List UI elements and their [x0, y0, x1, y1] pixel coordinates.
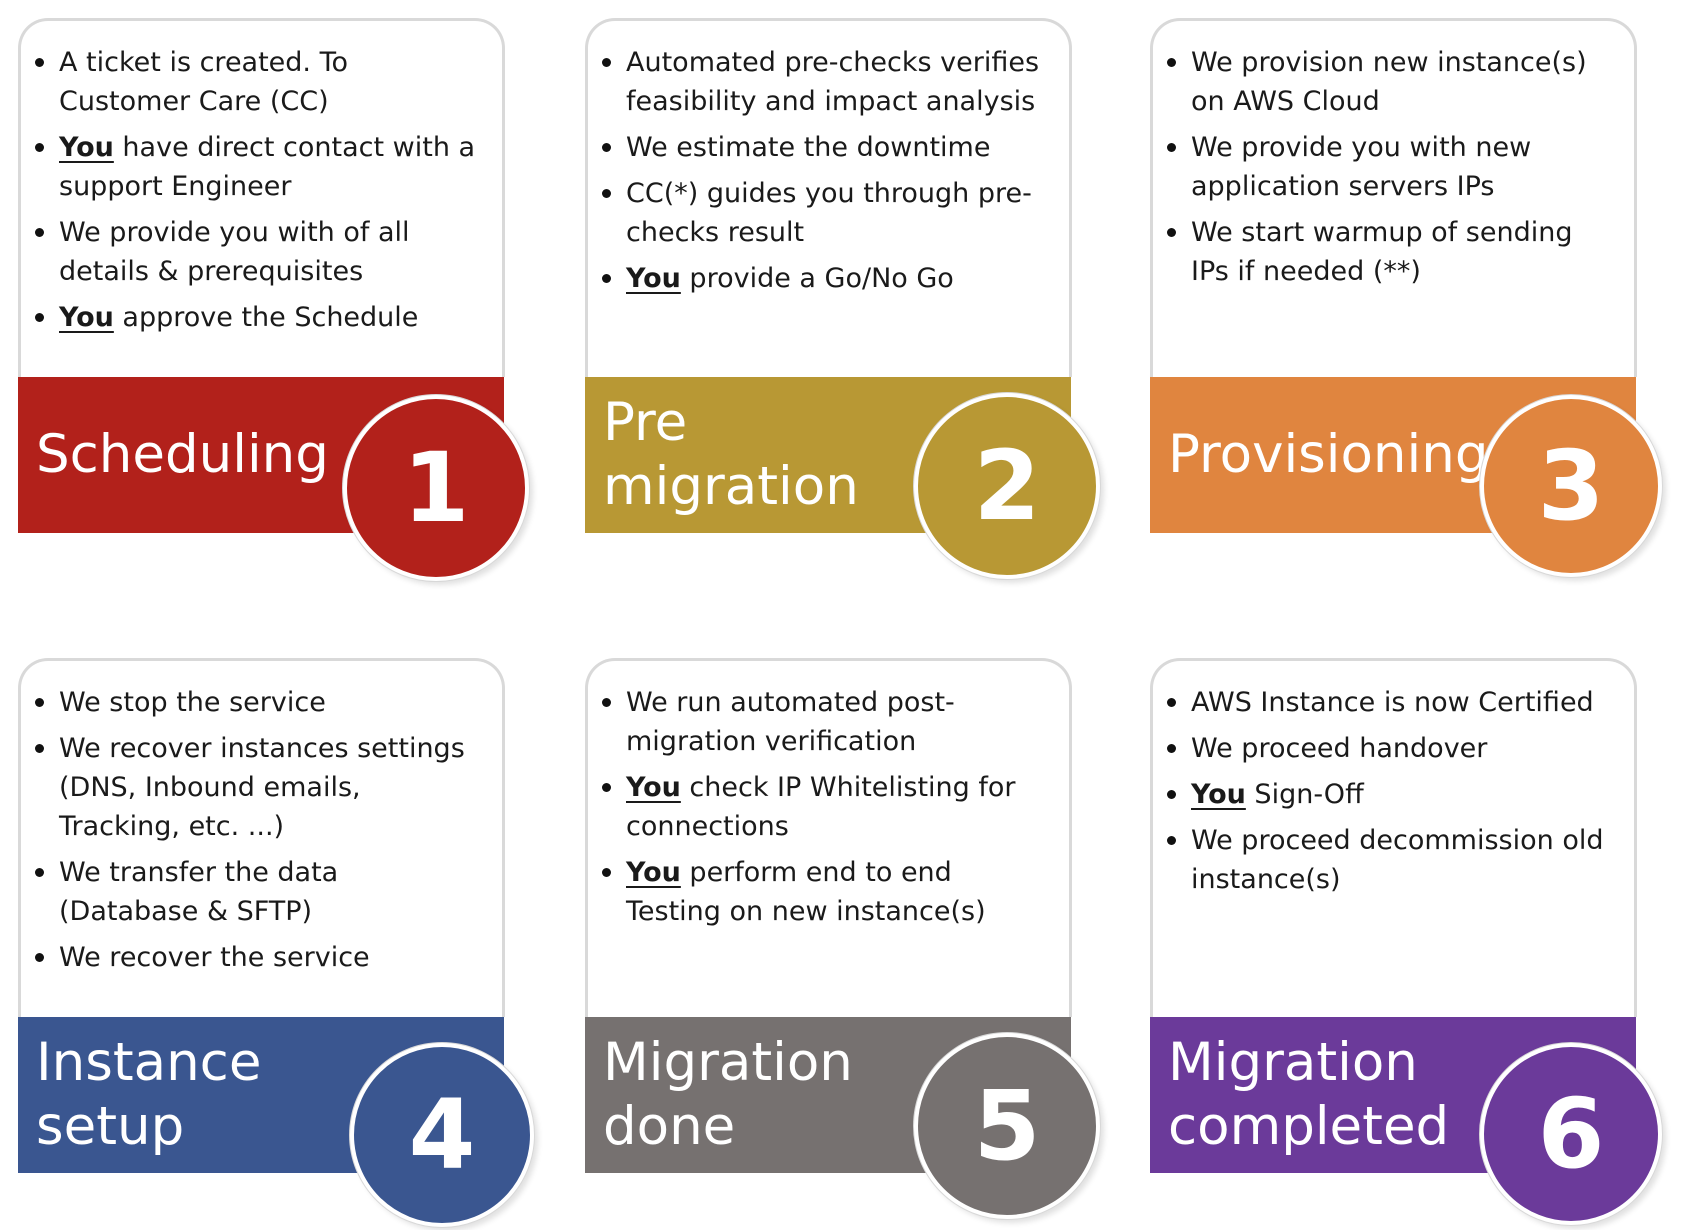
step-title-line: migration — [603, 456, 859, 517]
bullet-text: We run automated post-migration verifica… — [626, 687, 955, 757]
step-card-migration-done: We run automated post-migration verifica… — [585, 658, 1100, 1219]
step-title-line: setup — [36, 1096, 185, 1157]
bullet-text: check IP Whitelisting for connections — [626, 772, 1016, 842]
bullet-emphasis: You — [1191, 779, 1246, 810]
step-title-line: done — [603, 1096, 736, 1157]
step-card-scheduling: A ticket is created. To Customer Care (C… — [18, 18, 529, 581]
step-details-panel: AWS Instance is now Certified We proceed… — [1150, 658, 1637, 1017]
step-title: Pre migration — [603, 377, 963, 533]
bullet-item: We proceed decommission old instance(s) — [1167, 821, 1614, 899]
bullet-item: AWS Instance is now Certified — [1167, 683, 1614, 722]
bullet-emphasis: You — [59, 302, 114, 333]
bullet-text: provide a Go/No Go — [680, 263, 954, 294]
bullet-item: We provide you with of all details & pre… — [35, 213, 482, 291]
step-title-line: Instance — [36, 1032, 262, 1093]
bullet-text: A ticket is created. To Customer Care (C… — [59, 47, 349, 117]
step-number-badge: 6 — [1480, 1043, 1662, 1225]
bullet-item: We recover the service — [35, 938, 482, 977]
bullet-item: We run automated post-migration verifica… — [602, 683, 1049, 761]
step-title: Instance setup — [36, 1017, 396, 1173]
step-number-badge: 4 — [350, 1043, 534, 1227]
bullet-text: We estimate the downtime — [626, 132, 991, 163]
step-title-line: completed — [1168, 1096, 1450, 1157]
step-details-panel: A ticket is created. To Customer Care (C… — [18, 18, 505, 377]
bullet-item: You provide a Go/No Go — [602, 259, 1049, 298]
bullet-text: CC(*) guides you through pre-checks resu… — [626, 178, 1032, 248]
step-title: Provisioning — [1168, 377, 1498, 533]
step-title-line: Pre — [603, 392, 688, 453]
bullet-text: We start warmup of sending IPs if needed… — [1191, 217, 1573, 287]
bullet-text: We provision new instance(s) on AWS Clou… — [1191, 47, 1587, 117]
bullet-text: We transfer the data (Database & SFTP) — [59, 857, 339, 927]
bullet-text: approve the Schedule — [113, 302, 419, 333]
bullet-item: We provision new instance(s) on AWS Clou… — [1167, 43, 1614, 121]
step-number-badge: 2 — [914, 393, 1100, 579]
bullet-list: Automated pre-checks verifies feasibilit… — [588, 21, 1069, 298]
step-card-pre-migration: Automated pre-checks verifies feasibilit… — [585, 18, 1100, 579]
bullet-text: We recover the service — [59, 942, 370, 973]
step-card-provisioning: We provision new instance(s) on AWS Clou… — [1150, 18, 1662, 577]
bullet-item: A ticket is created. To Customer Care (C… — [35, 43, 482, 121]
step-title: Migration completed — [1168, 1017, 1528, 1173]
bullet-text: AWS Instance is now Certified — [1191, 687, 1594, 718]
bullet-item: You Sign-Off — [1167, 775, 1614, 814]
bullet-emphasis: You — [626, 772, 681, 803]
bullet-text: perform end to end Testing on new instan… — [626, 857, 986, 927]
bullet-text: have direct contact with a support Engin… — [59, 132, 476, 202]
bullet-text: Automated pre-checks verifies feasibilit… — [626, 47, 1040, 117]
step-number-badge: 1 — [343, 395, 529, 581]
step-number-badge: 3 — [1480, 395, 1662, 577]
step-title-line: Scheduling — [36, 424, 329, 485]
bullet-item: We proceed handover — [1167, 729, 1614, 768]
bullet-item: You check IP Whitelisting for connection… — [602, 768, 1049, 846]
step-title-line: Migration — [603, 1032, 853, 1093]
bullet-item: We estimate the downtime — [602, 128, 1049, 167]
bullet-text: We provide you with of all details & pre… — [59, 217, 410, 287]
bullet-emphasis: You — [626, 857, 681, 888]
bullet-text: We proceed decommission old instance(s) — [1191, 825, 1604, 895]
bullet-list: AWS Instance is now Certified We proceed… — [1153, 661, 1634, 899]
bullet-list: We provision new instance(s) on AWS Clou… — [1153, 21, 1634, 291]
step-details-panel: We provision new instance(s) on AWS Clou… — [1150, 18, 1637, 377]
bullet-emphasis: You — [59, 132, 114, 163]
bullet-item: You have direct contact with a support E… — [35, 128, 482, 206]
step-details-panel: Automated pre-checks verifies feasibilit… — [585, 18, 1072, 377]
bullet-text: We proceed handover — [1191, 733, 1488, 764]
bullet-item: We transfer the data (Database & SFTP) — [35, 853, 482, 931]
bullet-item: CC(*) guides you through pre-checks resu… — [602, 174, 1049, 252]
bullet-item: We start warmup of sending IPs if needed… — [1167, 213, 1614, 291]
bullet-item: You perform end to end Testing on new in… — [602, 853, 1049, 931]
bullet-list: We stop the service We recover instances… — [21, 661, 502, 977]
step-title-bar: Migration completed — [1150, 1017, 1636, 1173]
bullet-item: You approve the Schedule — [35, 298, 482, 337]
bullet-item: We provide you with new application serv… — [1167, 128, 1614, 206]
bullet-text: We stop the service — [59, 687, 326, 718]
step-title-line: Provisioning — [1168, 424, 1489, 485]
step-card-migration-completed: AWS Instance is now Certified We proceed… — [1150, 658, 1662, 1225]
bullet-text: We recover instances settings (DNS, Inbo… — [59, 733, 465, 842]
bullet-text: Sign-Off — [1245, 779, 1364, 810]
bullet-text: We provide you with new application serv… — [1191, 132, 1532, 202]
step-card-instance-setup: We stop the service We recover instances… — [18, 658, 534, 1227]
step-title: Migration done — [603, 1017, 963, 1173]
bullet-list: We run automated post-migration verifica… — [588, 661, 1069, 931]
bullet-item: Automated pre-checks verifies feasibilit… — [602, 43, 1049, 121]
step-title-line: Migration — [1168, 1032, 1418, 1093]
bullet-list: A ticket is created. To Customer Care (C… — [21, 21, 502, 337]
step-number-badge: 5 — [914, 1033, 1100, 1219]
step-title: Scheduling — [36, 377, 396, 533]
step-details-panel: We run automated post-migration verifica… — [585, 658, 1072, 1017]
step-details-panel: We stop the service We recover instances… — [18, 658, 505, 1017]
bullet-emphasis: You — [626, 263, 681, 294]
bullet-item: We recover instances settings (DNS, Inbo… — [35, 729, 482, 846]
bullet-item: We stop the service — [35, 683, 482, 722]
